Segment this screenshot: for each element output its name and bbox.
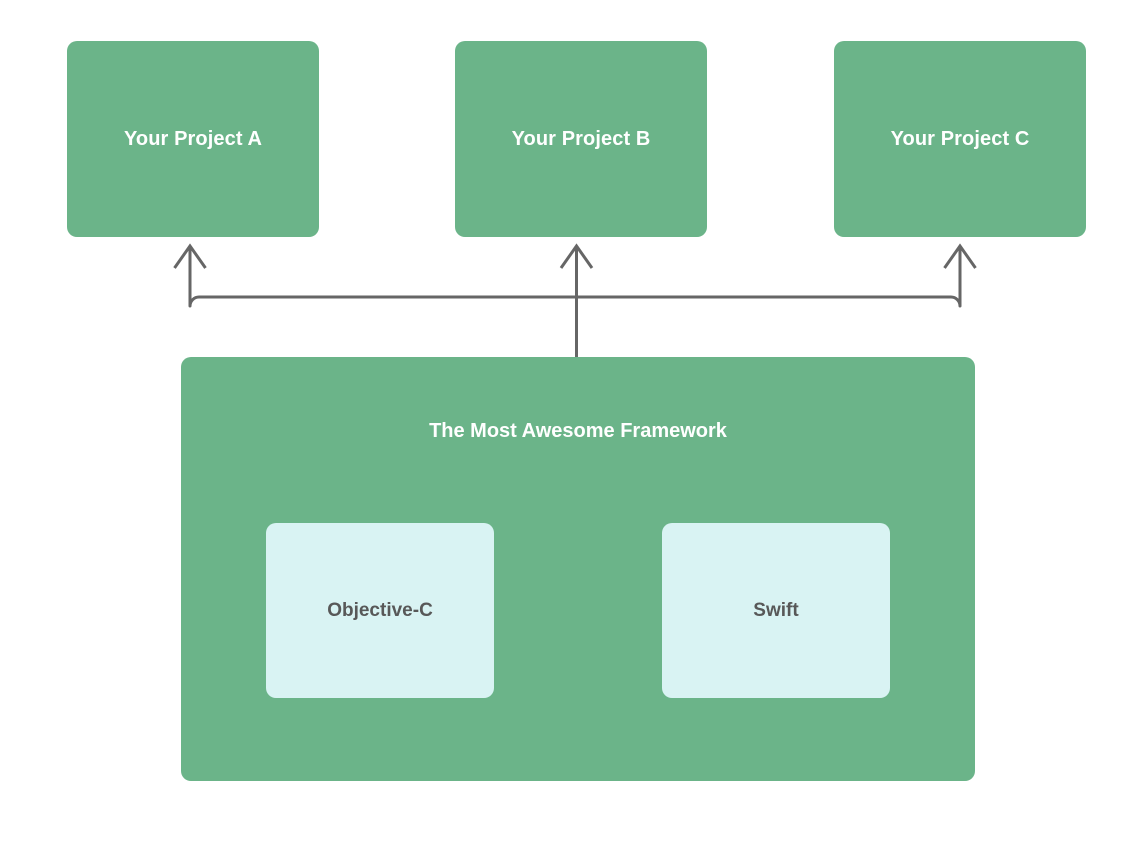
node-framework[interactable]: The Most Awesome Framework Objective-C S…: [181, 357, 975, 781]
arrowhead-project-c: [943, 243, 977, 269]
arrowhead-project-a: [173, 243, 207, 269]
node-objective-c-label: Objective-C: [327, 599, 433, 621]
node-swift[interactable]: Swift: [662, 523, 890, 698]
node-project-c-label: Your Project C: [890, 127, 1030, 150]
edge-bus-right: [576, 248, 962, 308]
node-project-a-label: Your Project A: [123, 127, 263, 150]
node-swift-label: Swift: [753, 599, 799, 621]
node-project-b-label: Your Project B: [511, 127, 651, 150]
edge-bus-left: [188, 248, 577, 308]
node-objective-c[interactable]: Objective-C: [266, 523, 494, 698]
node-project-b[interactable]: Your Project B: [455, 41, 707, 237]
node-project-c[interactable]: Your Project C: [834, 41, 1086, 237]
node-framework-label: The Most Awesome Framework: [429, 420, 727, 442]
node-project-a[interactable]: Your Project A: [67, 41, 319, 237]
arrowhead-project-b: [559, 243, 594, 269]
